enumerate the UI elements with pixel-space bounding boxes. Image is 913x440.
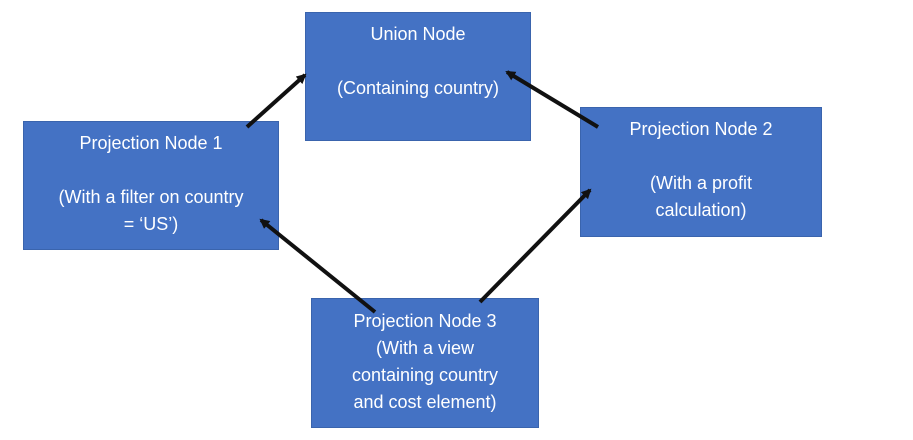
projection-node-1-detail-line-1: (With a filter on country [58, 187, 244, 207]
union-node-title: Union Node [370, 24, 466, 44]
projection-node-1-detail-line-2: = ‘US’) [123, 214, 179, 234]
projection-node-3-detail-line-1: (With a view [375, 338, 474, 358]
projection-node-3: Projection Node 3 (With a view containin… [311, 298, 539, 428]
arrow-projection1-to-union [245, 73, 307, 129]
projection-node-2: Projection Node 2 (With a profit calcula… [580, 107, 822, 237]
projection-node-3-detail-line-3: and cost element) [353, 392, 497, 412]
projection-node-3-title: Projection Node 3 [353, 311, 497, 331]
projection-node-3-detail-line-2: containing country [351, 365, 499, 385]
projection-node-2-title: Projection Node 2 [629, 119, 773, 139]
projection-node-2-detail-line-1: (With a profit [649, 173, 753, 193]
projection-node-2-detail-line-2: calculation) [655, 200, 747, 220]
arrow-projection3-to-projection2 [478, 188, 592, 304]
union-node: Union Node (Containing country) [305, 12, 531, 141]
projection-node-1-title: Projection Node 1 [79, 133, 223, 153]
projection-node-1: Projection Node 1 (With a filter on coun… [23, 121, 279, 250]
union-node-detail: (Containing country) [336, 78, 500, 98]
